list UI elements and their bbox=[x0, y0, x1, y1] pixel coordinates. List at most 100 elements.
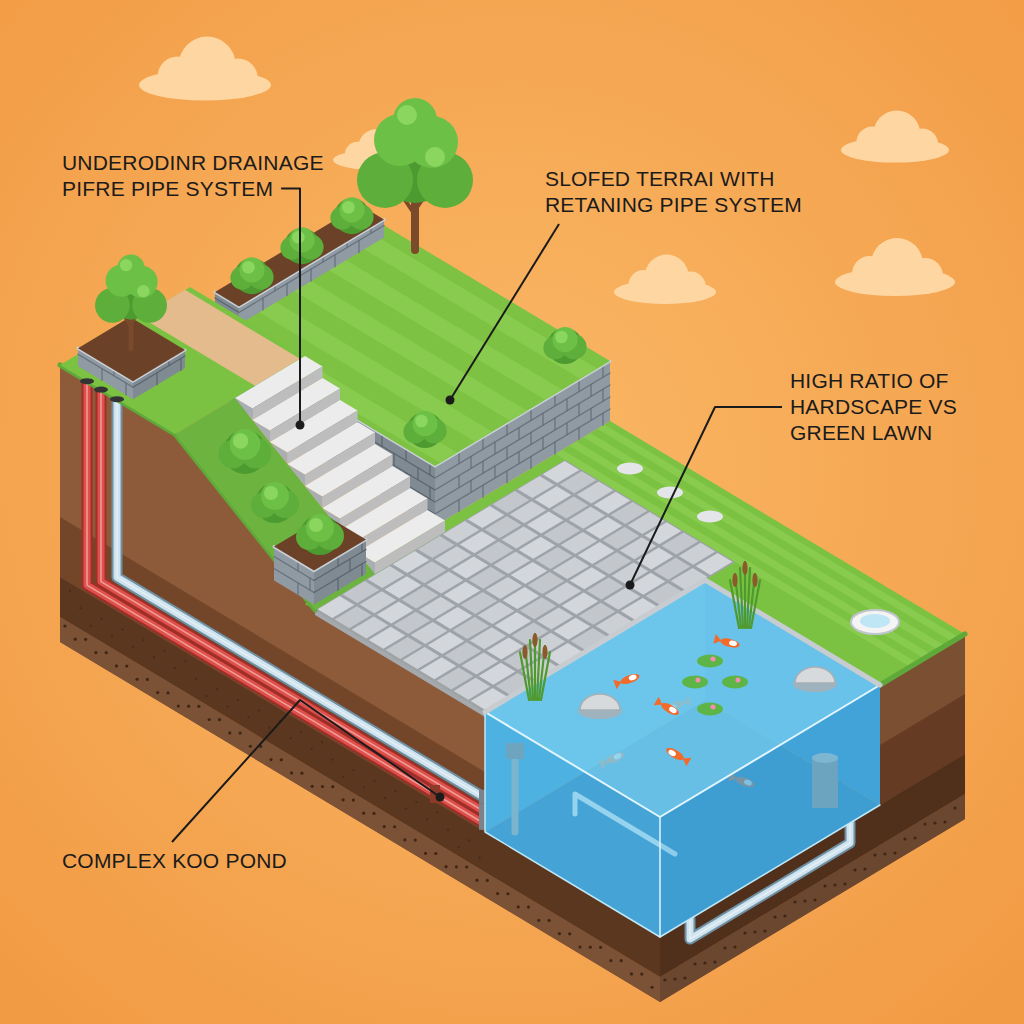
soil-grain bbox=[197, 705, 200, 708]
soil-grain bbox=[363, 786, 365, 788]
landscape-block bbox=[60, 98, 965, 1002]
soil-grain bbox=[115, 664, 118, 667]
cattail bbox=[522, 645, 527, 659]
mortar-line bbox=[310, 269, 311, 281]
koi-body bbox=[659, 701, 680, 718]
soil-grain bbox=[136, 678, 139, 681]
soil-grain bbox=[578, 945, 581, 948]
soil-grain bbox=[803, 899, 806, 902]
lily-pad bbox=[682, 676, 708, 689]
soil-grain bbox=[415, 801, 417, 803]
pond-coping bbox=[485, 580, 880, 712]
tree bbox=[357, 98, 473, 250]
drain-cap bbox=[80, 378, 94, 384]
mortar-line bbox=[494, 442, 495, 454]
soil-grain bbox=[280, 758, 283, 761]
reed-stem bbox=[751, 580, 760, 628]
soil-grain bbox=[300, 730, 302, 732]
reed-stem bbox=[530, 640, 533, 700]
tree-canopy bbox=[137, 285, 149, 297]
bush bbox=[296, 514, 344, 555]
drain-pipe bbox=[87, 381, 485, 824]
bush bbox=[403, 411, 446, 448]
stepping-stone bbox=[617, 463, 643, 475]
paving-tile bbox=[696, 553, 733, 575]
soil-grain bbox=[813, 898, 816, 901]
soil-grain bbox=[300, 772, 303, 775]
koi-pond bbox=[485, 561, 880, 937]
callout-label: HIGH RATIO OF HARDSCAPE VS GREEN LAWN bbox=[790, 368, 1005, 446]
bush-part bbox=[239, 257, 264, 282]
soil-grain bbox=[153, 656, 155, 658]
koi-patch bbox=[667, 749, 677, 758]
cloud bbox=[841, 110, 949, 162]
soil-grain bbox=[394, 790, 396, 792]
soil-grain bbox=[74, 638, 77, 641]
koi-fish bbox=[713, 634, 741, 650]
mortar-line bbox=[482, 485, 483, 497]
soil-grain bbox=[94, 651, 97, 654]
mortar-line bbox=[566, 423, 567, 435]
mortar-line bbox=[429, 487, 430, 499]
leader-line bbox=[450, 224, 559, 400]
soil-grain bbox=[589, 946, 592, 949]
soil-grain bbox=[249, 745, 252, 748]
soil-grain bbox=[506, 892, 509, 895]
soil-grain bbox=[723, 946, 726, 949]
bush-part bbox=[261, 482, 289, 510]
mortar-line bbox=[518, 428, 519, 440]
mortar-line bbox=[156, 373, 157, 385]
soil-grain bbox=[703, 961, 706, 964]
mortar-line bbox=[470, 456, 471, 468]
lily-pad bbox=[722, 676, 748, 689]
soil-grain bbox=[457, 846, 459, 848]
soil-grain bbox=[142, 639, 144, 641]
soil-grain bbox=[763, 929, 766, 932]
soil-grain bbox=[239, 731, 242, 734]
drain-pipe bbox=[87, 381, 485, 824]
soil-grain bbox=[424, 852, 427, 855]
soil-grain bbox=[228, 731, 231, 734]
mortar-line bbox=[578, 404, 579, 416]
soil-grain bbox=[269, 758, 272, 761]
reeds bbox=[730, 561, 760, 628]
soil-grain bbox=[403, 838, 406, 841]
cloud bbox=[139, 37, 271, 101]
koi-fish bbox=[664, 745, 692, 767]
planter-wall bbox=[239, 219, 384, 324]
koi-patch bbox=[728, 640, 737, 647]
soil-grain bbox=[823, 884, 826, 887]
stepping-stone bbox=[657, 487, 683, 499]
leader-line bbox=[630, 407, 782, 585]
bush bbox=[280, 227, 323, 264]
soil-grain bbox=[268, 727, 270, 729]
soil-grain bbox=[187, 705, 190, 708]
soil-grain bbox=[913, 836, 916, 839]
soil-grain bbox=[174, 667, 176, 669]
tree-canopy bbox=[120, 259, 132, 271]
soil-grain bbox=[527, 906, 530, 909]
lily-pad bbox=[697, 655, 723, 668]
leader-line bbox=[172, 700, 440, 842]
soil-grain bbox=[205, 695, 207, 697]
soil-grain bbox=[468, 839, 470, 841]
cloud-part bbox=[675, 272, 706, 303]
soil-layer bbox=[60, 577, 660, 977]
cloud-part bbox=[906, 128, 938, 160]
soil-grain bbox=[321, 785, 324, 788]
cattail bbox=[742, 561, 747, 575]
soil-grain bbox=[568, 932, 571, 935]
soil-grain bbox=[478, 857, 480, 859]
soil-grain bbox=[903, 837, 906, 840]
mortar-line bbox=[358, 240, 359, 252]
soil-grain bbox=[90, 624, 92, 626]
soil-grain bbox=[405, 807, 407, 809]
soil-grain bbox=[853, 868, 856, 871]
soil-grain bbox=[873, 853, 876, 856]
soil-grain bbox=[63, 624, 66, 627]
soil-grain bbox=[893, 851, 896, 854]
cattail bbox=[542, 645, 547, 659]
koi-patch bbox=[628, 674, 637, 682]
soil-grain bbox=[923, 822, 926, 825]
soil-grain bbox=[121, 628, 123, 630]
